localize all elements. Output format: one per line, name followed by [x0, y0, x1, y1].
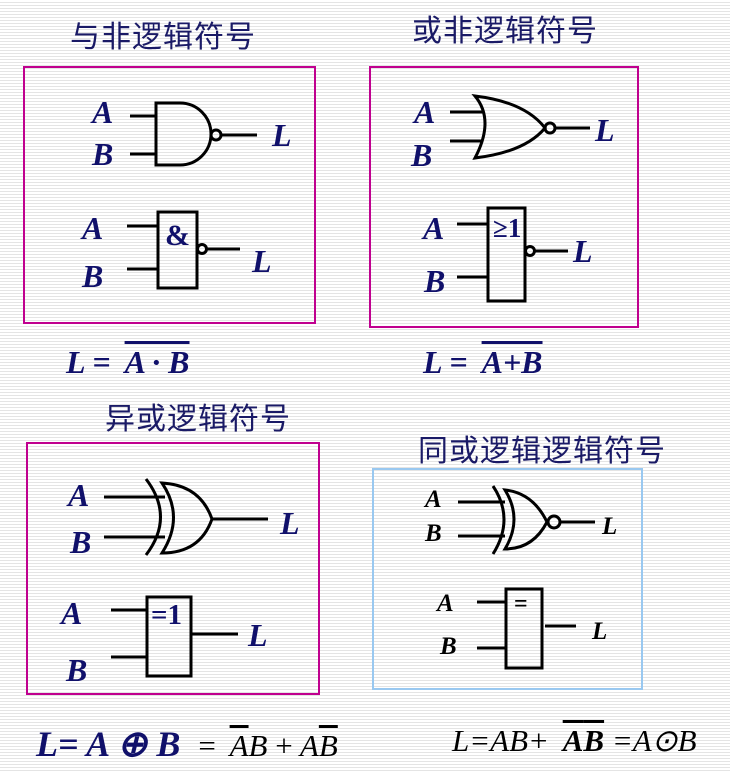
xor-gate-icon	[104, 478, 268, 556]
nand-formula: L = A · B	[66, 344, 190, 381]
xnor-symbol-box	[372, 468, 643, 690]
nor-symbol-box	[369, 66, 639, 328]
nand-output-label: L	[272, 117, 292, 153]
xor-rect-output-label: L	[248, 617, 268, 653]
nand-input-a-label: A	[92, 94, 114, 130]
nor-formula-rhs: A+B	[481, 344, 543, 380]
nand-gate-icon	[130, 101, 257, 167]
nand-rect-gate-icon	[127, 210, 240, 290]
nor-gate-icon	[450, 94, 590, 160]
xor-eq: =	[198, 728, 216, 763]
xnor-gate-icon	[458, 485, 595, 555]
xor-term2-a: A	[299, 728, 319, 763]
xnor-formula-rhs: =A⊙B	[611, 723, 697, 758]
nand-rect-input-a-label: A	[82, 210, 104, 246]
xor-rect-input-a-label: A	[61, 595, 83, 631]
xnor-rect-input-b-label: B	[440, 633, 457, 660]
xor-title: 异或逻辑符号	[105, 402, 291, 437]
xnor-title: 同或逻辑逻辑符号	[418, 434, 666, 469]
nand-title: 与非逻辑符号	[70, 20, 256, 55]
nor-formula-lhs: L =	[423, 344, 468, 380]
nand-rect-output-label: L	[252, 243, 272, 279]
nor-title: 或非逻辑符号	[412, 14, 598, 49]
nand-rect-symbol: &	[165, 219, 190, 252]
xnor-input-a-label: A	[425, 486, 442, 513]
nor-rect-gate-icon	[457, 206, 568, 303]
xor-input-b-label: B	[70, 524, 92, 560]
nor-rect-input-a-label: A	[423, 210, 445, 246]
nor-rect-output-label: L	[573, 233, 593, 269]
nand-input-b-label: B	[92, 136, 114, 172]
nand-formula-rhs: A · B	[124, 344, 190, 380]
xor-term1-a-bar: A	[229, 728, 249, 763]
xnor-output-label: L	[602, 513, 618, 540]
xnor-formula-b-bar: B	[583, 723, 605, 758]
xor-output-label: L	[280, 505, 300, 541]
xor-term2-b-bar: B	[318, 728, 338, 763]
xor-symbol-box	[26, 442, 320, 695]
nand-symbol-box	[23, 66, 316, 324]
nor-input-b-label: B	[411, 137, 433, 173]
xor-term1-b: B	[248, 728, 268, 763]
nor-rect-symbol: ≥1	[493, 213, 522, 243]
nand-formula-lhs: L =	[66, 344, 111, 380]
nor-formula: L = A+B	[423, 344, 543, 381]
xor-formula-lhs: L= A ⊕ B	[36, 724, 181, 764]
xnor-formula-a-bar: A	[562, 723, 584, 758]
xor-plus: +	[275, 728, 293, 763]
xnor-rect-output-label: L	[592, 618, 608, 645]
xor-input-a-label: A	[68, 477, 90, 513]
xor-formula: L= A ⊕ B = AB + AB	[36, 723, 338, 765]
xnor-input-b-label: B	[425, 520, 442, 547]
nor-rect-input-b-label: B	[424, 263, 446, 299]
nor-output-label: L	[595, 112, 615, 148]
xor-rect-gate-icon	[111, 595, 238, 678]
xnor-formula-lhs: L=AB+	[452, 723, 549, 758]
xnor-rect-gate-icon	[477, 587, 576, 670]
xor-formula-expansion: = AB + AB	[198, 728, 337, 763]
xnor-formula: L=AB+ AB =A⊙B	[452, 723, 697, 759]
xnor-rect-input-a-label: A	[437, 590, 454, 617]
nor-input-a-label: A	[414, 94, 436, 130]
xor-rect-symbol: =1	[151, 599, 183, 631]
xnor-rect-symbol: =	[514, 591, 528, 617]
nand-rect-input-b-label: B	[82, 258, 104, 294]
xor-rect-input-b-label: B	[66, 652, 88, 688]
